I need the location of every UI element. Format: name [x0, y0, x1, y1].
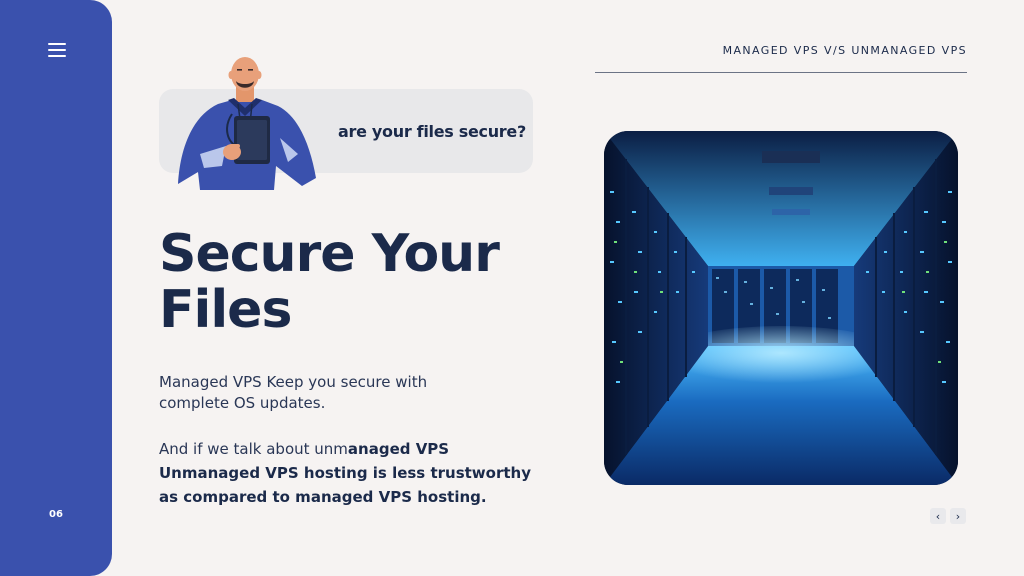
chevron-right-icon[interactable]: › — [950, 508, 966, 524]
body-paragraph-1: Managed VPS Keep you secure with complet… — [159, 372, 539, 414]
slide-header-title: MANAGED VPS V/S UNMANAGED VPS — [722, 44, 967, 57]
callout-text: are your files secure? — [338, 122, 526, 141]
paragraph-2-line-2: Unmanaged VPS hosting is less trustworth… — [159, 464, 531, 482]
paragraph-2-line-1-start: And if we talk about unm — [159, 440, 348, 458]
header-divider — [595, 72, 967, 73]
paragraph-1-line-1: Managed VPS Keep you secure with — [159, 373, 428, 391]
page-number: 06 — [49, 509, 63, 520]
paragraph-2-line-1: And if we talk about unmanaged VPS — [159, 437, 539, 461]
paragraph-1-line-2: complete OS updates. — [159, 394, 326, 412]
paragraph-2-line-1-end: anaged VPS — [347, 440, 450, 458]
chevron-left-icon[interactable]: ‹ — [930, 508, 946, 524]
sidebar: 06 — [0, 0, 112, 576]
paragraph-2-line-3: as compared to managed VPS hosting. — [159, 488, 487, 506]
headline-line-1: Secure Your — [159, 224, 500, 284]
hamburger-menu-icon[interactable] — [46, 41, 68, 59]
slide-headline: Secure Your Files — [159, 226, 559, 338]
body-paragraph-2: And if we talk about unmanaged VPS Unman… — [159, 437, 539, 509]
person-illustration — [178, 57, 316, 190]
server-room-image — [604, 131, 958, 485]
headline-line-2: Files — [159, 280, 292, 340]
